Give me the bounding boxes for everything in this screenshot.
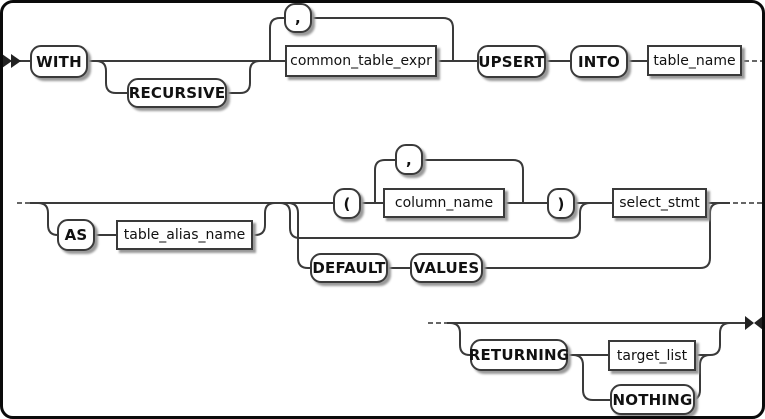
node-as: AS [57,219,95,251]
node-target-list: target_list [608,340,696,371]
start-arrow-icon [11,54,21,68]
end-bowtie-icon [754,316,763,330]
node-select-stmt: select_stmt [612,188,707,218]
rail-paren-bypass [279,202,591,239]
rail-default-branch [287,202,721,269]
node-common-table-expr: common_table_expr [285,45,437,77]
node-upsert: UPSERT [477,45,546,78]
rail-column-loop [374,159,524,203]
start-arrow-icon [2,54,12,68]
node-close-paren: ) [547,188,575,219]
node-returning: RETURNING [469,339,569,371]
node-column-name: column_name [383,188,505,218]
node-table-alias-name: table_alias_name [116,220,253,250]
node-recursive: RECURSIVE [127,78,227,108]
node-with: WITH [30,45,88,78]
node-table-name: table_name [647,45,742,76]
node-into: INTO [570,45,628,78]
rail-returning-branch [449,322,731,356]
node-nothing: NOTHING [610,384,695,415]
node-default: DEFAULT [310,253,388,283]
node-open-paren: ( [333,188,361,219]
node-comma-cte: , [284,3,312,33]
rail-cte-loop [269,17,454,61]
node-comma-col: , [395,144,423,175]
end-bowtie-icon [745,316,754,330]
node-values: VALUES [410,253,483,283]
